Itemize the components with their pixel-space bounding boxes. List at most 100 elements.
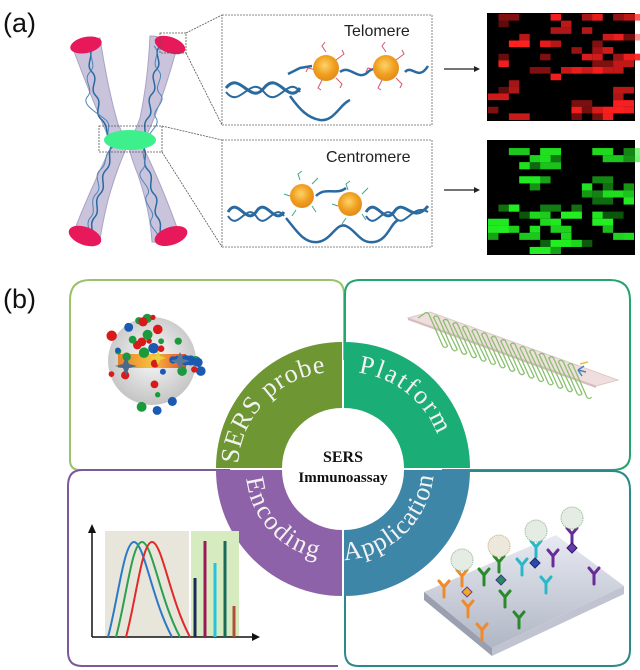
heatmap-cell xyxy=(498,86,520,94)
reporter-dot xyxy=(191,366,198,373)
reporter-dot xyxy=(148,343,159,354)
reporter-dot xyxy=(180,355,191,366)
heatmap-cell xyxy=(581,14,603,21)
dna-strand xyxy=(365,209,429,222)
heatmap-cell xyxy=(508,86,520,94)
heatmap-cell xyxy=(498,14,520,21)
heatmap-cell xyxy=(592,14,603,21)
segment-label-application: Application xyxy=(341,471,440,566)
heatmap-cell xyxy=(623,33,640,41)
heatmap-cell xyxy=(488,218,509,226)
dna-strand xyxy=(315,186,347,197)
antibody-icon xyxy=(475,622,489,642)
spectrum-blue xyxy=(107,540,173,638)
heatmap-cell xyxy=(602,211,624,219)
sers-wheel: SERS probe Platform Encoding Application… xyxy=(215,342,470,596)
reporter-dot xyxy=(157,345,165,352)
heatmap-cell xyxy=(613,14,624,21)
heatmap-cell xyxy=(519,211,541,219)
heatmap-cell xyxy=(581,190,593,198)
gold-nanoparticle xyxy=(373,55,399,81)
heatmap-cell xyxy=(540,162,561,170)
reporter-dot xyxy=(114,348,122,355)
centromere-title: Centromere xyxy=(326,149,411,166)
dna-strand xyxy=(364,204,430,218)
heatmap-cell xyxy=(529,183,541,191)
heatmap-cell xyxy=(540,155,561,163)
heatmap-cell xyxy=(602,155,624,163)
segment-sers-probe xyxy=(216,342,342,468)
heatmap-cell xyxy=(571,204,582,212)
reporter-dot xyxy=(195,366,206,376)
heatmap-cell xyxy=(613,232,634,240)
telomere-cap xyxy=(154,225,188,247)
heatmap-cell xyxy=(529,67,551,74)
arrow-icon xyxy=(444,66,480,72)
centromere xyxy=(104,130,156,150)
reporter-dot xyxy=(169,356,177,364)
gold-nanoparticle xyxy=(338,192,362,216)
heatmap-cell xyxy=(602,190,624,198)
reporter-dot xyxy=(128,335,137,344)
reporter-dot xyxy=(193,357,203,367)
heatmap-cell xyxy=(508,40,530,48)
arrow-icon xyxy=(444,187,480,193)
reporter-dot xyxy=(158,338,164,345)
dna-strand xyxy=(227,211,285,222)
dna-strand xyxy=(287,64,313,76)
reporter-dot xyxy=(142,313,152,324)
heatmap-cell xyxy=(592,211,603,219)
heatmap-cell xyxy=(592,218,614,226)
heatmap-cell xyxy=(592,106,603,114)
panel-b-label: (b) xyxy=(3,284,36,314)
heatmap-cell xyxy=(550,73,561,81)
heatmap-cell xyxy=(571,239,582,247)
heatmap-cell xyxy=(613,33,624,41)
heatmap-cell xyxy=(529,225,541,233)
gold-nanoparticle xyxy=(290,184,314,208)
reporter-dot xyxy=(142,329,153,340)
heatmap-cell xyxy=(592,53,603,61)
heatmap-cell xyxy=(581,27,593,34)
heatmap-cell xyxy=(571,106,582,114)
heatmap-cell xyxy=(592,60,614,67)
heatmap-cell xyxy=(602,113,614,120)
reporter-dot xyxy=(133,340,142,350)
wheel-center xyxy=(283,409,403,529)
heatmap-cell xyxy=(571,100,593,107)
heatmap-cell xyxy=(561,211,582,219)
reporter-dot xyxy=(106,330,117,341)
reporter-dot xyxy=(185,355,196,366)
dna-strand xyxy=(404,65,430,75)
heatmap-cell xyxy=(498,60,509,67)
heatmap-cell xyxy=(613,93,624,101)
segment-label-platform: Platform xyxy=(357,350,459,439)
dna-strand xyxy=(224,81,302,95)
heatmap-cell xyxy=(623,183,634,191)
centromere-box: Centromere xyxy=(221,139,433,248)
gold-nanoparticle xyxy=(313,55,339,81)
antibody-icon xyxy=(512,610,526,630)
heatmap-cell xyxy=(592,67,614,74)
heatmap-cell xyxy=(550,27,572,34)
heatmap-cell xyxy=(529,155,551,163)
antibody-icon xyxy=(455,568,469,588)
nanorod xyxy=(118,354,186,368)
reporter-dot xyxy=(154,392,161,398)
heatmap-cell xyxy=(508,204,520,212)
heatmap-cell xyxy=(540,204,561,212)
heatmap-cell xyxy=(581,183,593,191)
chromosome xyxy=(68,32,188,247)
reporter-dot xyxy=(174,337,182,345)
heatmap-cell xyxy=(602,183,614,191)
heatmap-cell xyxy=(561,67,582,74)
heatmap-cell xyxy=(592,176,614,184)
sers-probe-box xyxy=(69,279,345,471)
reporter-dot xyxy=(150,380,159,389)
heatmap-cell xyxy=(529,211,551,219)
reporter-dot xyxy=(135,317,143,325)
heatmap-cell xyxy=(623,148,640,156)
telomere-zoom-marker xyxy=(159,32,187,54)
dna-strand xyxy=(226,205,286,218)
microfluidic-chip xyxy=(406,311,620,400)
